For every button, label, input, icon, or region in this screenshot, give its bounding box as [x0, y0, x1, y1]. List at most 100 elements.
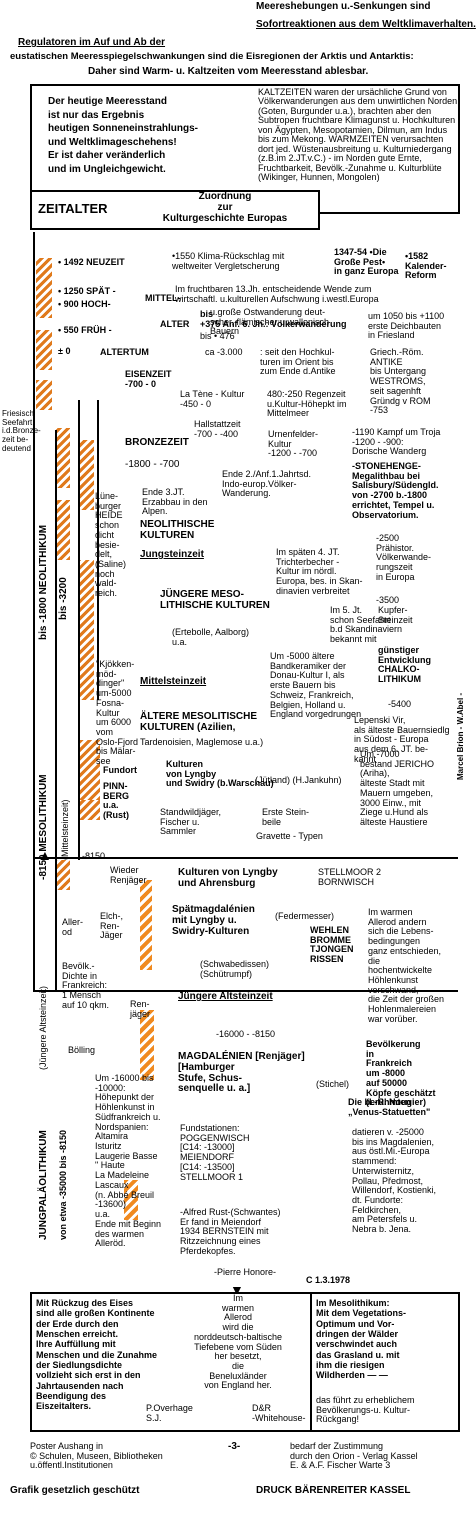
rc-m3500: -3500 [376, 595, 400, 605]
footer-middle-text: Im warmen Allerod wird die norddeutsch-b… [193, 1293, 283, 1391]
lc-allerod: Aller- od [62, 917, 84, 937]
tl-tardenoisien: Tardenoisien, Maglemose u.a.) [140, 737, 264, 747]
tl-ca3000: ca -3.000 [205, 347, 243, 357]
credits-grafik: Grafik gesetzlich geschützt [10, 1485, 140, 1496]
vertical-von35000: von etwa -35000 bis -8150 [58, 1129, 68, 1240]
rc-kalender: •1582 Kalender- Reform [405, 251, 447, 281]
header-right-title-2: Sofortreaktionen aus dem Weltklimaverhal… [256, 19, 476, 30]
footer-poverhage: P.Overhage S.J. [146, 1403, 193, 1423]
tl-neolith: NEOLITHISCHE KULTUREN [140, 519, 215, 541]
tl-erste-stein: Erste Stein- beile [262, 807, 310, 827]
credits-left: Poster Aushang in © Schulen, Museen, Bib… [30, 1441, 163, 1471]
footer-dr: D&R -Whitehouse- [252, 1403, 306, 1423]
tl-wieder: Wieder Renjäger [110, 865, 147, 885]
tl-date: C 1.3.1978 [306, 1275, 351, 1285]
rc-seefahrt: Im 5. Jt. schon Seefahrt b.d Skandinavie… [330, 605, 403, 645]
timeline-hatch-5 [80, 440, 94, 510]
lc-hoehlenkunst: Um -16000 bis -10000: Höhepunkt der Höhl… [95, 1073, 162, 1249]
zeitalter-label: ZEITALTER [38, 201, 108, 216]
timeline-hatch-1 [36, 258, 52, 318]
vertical-mittelsteinzeit: (Mittelsteinzeit) [60, 799, 70, 860]
vertical-neolithikum: bis -1800 NEOLITHIKUM [38, 524, 49, 640]
rc-latene: La Tène - Kultur -450 - 0 [180, 389, 245, 409]
lc-boelling: Bölling [68, 1045, 96, 1055]
rc-kupfer: Kupfer- Steinzeit [378, 605, 413, 625]
timeline-hatch-8 [80, 740, 100, 800]
header-line-3: Daher sind Warm- u. Kaltzeiten vom Meere… [88, 66, 369, 77]
rc-urnenfelder: Urnenfelder- Kultur -1200 - -700 [268, 429, 319, 459]
rc-trichter: Im späten 4. JT. Trichterbecher - Kultur… [276, 547, 363, 596]
rc-lepenski: Lepenski Vir, als älteste Bauernsiedlg i… [354, 715, 450, 764]
intro-left-text: Der heutige Meeresstand ist nur das Erge… [48, 96, 199, 175]
footer-box [30, 1292, 460, 1432]
tl-mesolith: JÜNGERE MESO- LITHISCHE KULTUREN [160, 589, 270, 611]
timeline-hatch-13 [124, 1180, 138, 1220]
lc-lueneburger: Lüne- burger HEIDE schon dicht besie- de… [95, 491, 127, 599]
rc-prahistor: -2500 Prähistor. Völkerwande- rungszeit … [376, 533, 432, 582]
tl-m8150: -8150 [82, 851, 106, 861]
tl-gravette: Gravette - Typen [256, 831, 323, 841]
era-line-2 [78, 400, 80, 860]
tl-juetland: (Jütland) (H.Jankuhn) [255, 775, 342, 785]
tl-aeltere-meso: ÄLTERE MESOLITISCHE KULTUREN (Azilien, [140, 711, 258, 733]
tl-alter: ALTER [160, 319, 190, 329]
tl-magdalenien: MAGDALÉNIEN [Renjäger] [Hamburger Stufe,… [178, 1051, 305, 1095]
rc-klima-1550: •1550 Klima-Rückschlag mit weltweiter Ve… [172, 251, 285, 271]
tl-lyngby2: Kulturen von Lyngby und Ahrensburg [178, 867, 278, 889]
intro-right-text: KALTZEITEN waren der ursächliche Grund v… [258, 87, 458, 182]
lc-elch: Elch-, Ren- Jäger [100, 911, 124, 941]
header-right-title: Meereshebungen u.-Senkungen sind [256, 1, 431, 12]
tl-federmesser: (Federmesser) [275, 911, 335, 921]
rc-guenstig: günstiger Entwicklung CHALKO- LITHIKUM [378, 645, 432, 685]
vertical-mesolithikum: -8150 MESOLITHIKUM [38, 774, 49, 880]
rc-venus-text: datieren v. -25000 bis ins Magdalenien, … [352, 1127, 437, 1235]
tl-mittelstein: Mittelsteinzeit [140, 676, 207, 687]
main-frame-bottom [33, 990, 458, 992]
era-line-3 [97, 400, 99, 700]
rc-ostwanderung: u.große Ostwanderung deut- scher, flämis… [210, 307, 330, 337]
rc-ende3jt: Ende 3.JT. Erzabbau in den Alpen. [142, 487, 208, 517]
header-line-2: eustatischen Meeresspiegelschwankungen s… [10, 51, 414, 62]
vertical-bis3200: bis -3200 [58, 577, 69, 620]
zeitalter-zuordnung: Zuordnung zur Kulturgeschichte Europas [162, 191, 288, 224]
tl-wehlen: WEHLEN BROMME TJONGEN RISSEN [310, 925, 354, 965]
zeitalter-box [30, 190, 320, 230]
lc-kjoekken: "Kjökken- möd- dinger" um-5000 Fosna- Ku… [96, 659, 139, 767]
rc-hochkultur: : seit den Hochkul- turen im Orient bis … [260, 347, 336, 377]
main-frame-left [33, 232, 35, 990]
rc-warmen-alleroed: Im warmen Allerod andern sich die Lebens… [368, 907, 445, 1024]
tl-neuzeit: • 1492 NEUZEIT [58, 257, 125, 267]
rc-regenzeit: 480:-250 Regenzeit u.Kultur-Höhepkt im M… [267, 389, 347, 419]
footer-left-text: Mit Rückzug des Eises sind alle großen K… [36, 1298, 158, 1412]
tl-bronze-dates: -1800 - -700 [125, 459, 180, 470]
tl-stichel: (Stichel) [316, 1079, 350, 1089]
vertical-jungpalaeo: JUNGPALÄOLITHIKUM [38, 1130, 49, 1240]
lc-fundort: Fundort [103, 765, 137, 775]
tl-bronzezeit: BRONZEZEIT [125, 437, 189, 448]
rc-m5400: -5400 [388, 699, 412, 709]
timeline-hatch-4 [56, 428, 70, 488]
tl-spaetmag: Spätmagdalénien mit Lyngby u. Swidry-Kul… [172, 904, 255, 937]
tl-altertum: ALTERTUM [100, 347, 149, 357]
credits-mid: -3- [228, 1441, 241, 1452]
vertical-juengere-alt: (Jüngere Altsteinzeit) [38, 985, 48, 1070]
lc-renjaeger: Ren- jäger [130, 999, 151, 1019]
timeline-hatch-7 [80, 560, 94, 700]
tl-frueh: • 550 FRÜH - [58, 325, 112, 335]
timeline-hatch-6 [56, 500, 70, 560]
lc-bevoelk: Bevölk.- Dichte in Frankreich: 1 Mensch … [62, 961, 110, 1010]
arrow-up-icon: ▲ [38, 847, 52, 863]
timeline-hatch-2 [36, 330, 52, 370]
tl-lyngby: Kulturen von Lyngby und Swidry (b.Warsch… [166, 759, 274, 789]
tl-juengere-alt: Jüngere Altsteinzeit [178, 991, 273, 1002]
timeline-hatch-3 [36, 380, 52, 410]
credits-druck: DRUCK BÄRENREITER KASSEL [256, 1485, 411, 1496]
timeline-hatch-9 [80, 800, 100, 820]
rc-bandkeramik: Um -5000 ältere Bandkeramiker der Donau-… [270, 651, 362, 720]
rc-venus: Die berühmten „Venus-Statuetten" [348, 1097, 431, 1117]
rc-fruchtbar: Im fruchtbaren 13.Jh. entscheidende Wend… [175, 284, 379, 304]
rc-deichbauten: um 1050 bis +1100 erste Deichbauten in F… [368, 311, 445, 341]
footer-divider [310, 1294, 312, 1430]
tl-ertebolle: (Ertebolle, Aalborg) u.a. [172, 627, 250, 647]
lc-pinnberg: PINN- BERG u.a. (Rust) [103, 781, 130, 821]
